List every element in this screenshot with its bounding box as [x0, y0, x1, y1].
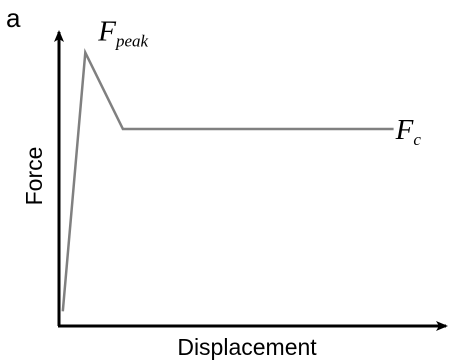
annotation-symbol: F: [97, 16, 116, 48]
annotation-peak: Fpeak: [97, 16, 148, 51]
panel-label: a: [6, 3, 21, 33]
annotation-subscript: peak: [115, 32, 149, 51]
y-axis-title: Force: [21, 147, 47, 206]
annotation-subscript: c: [413, 130, 421, 149]
x-axis-title: Displacement: [177, 334, 317, 360]
series-layer: [61, 48, 394, 312]
series-line-0: [61, 48, 394, 312]
annotation-c: Fc: [395, 114, 422, 149]
annotation-symbol: F: [395, 114, 414, 146]
